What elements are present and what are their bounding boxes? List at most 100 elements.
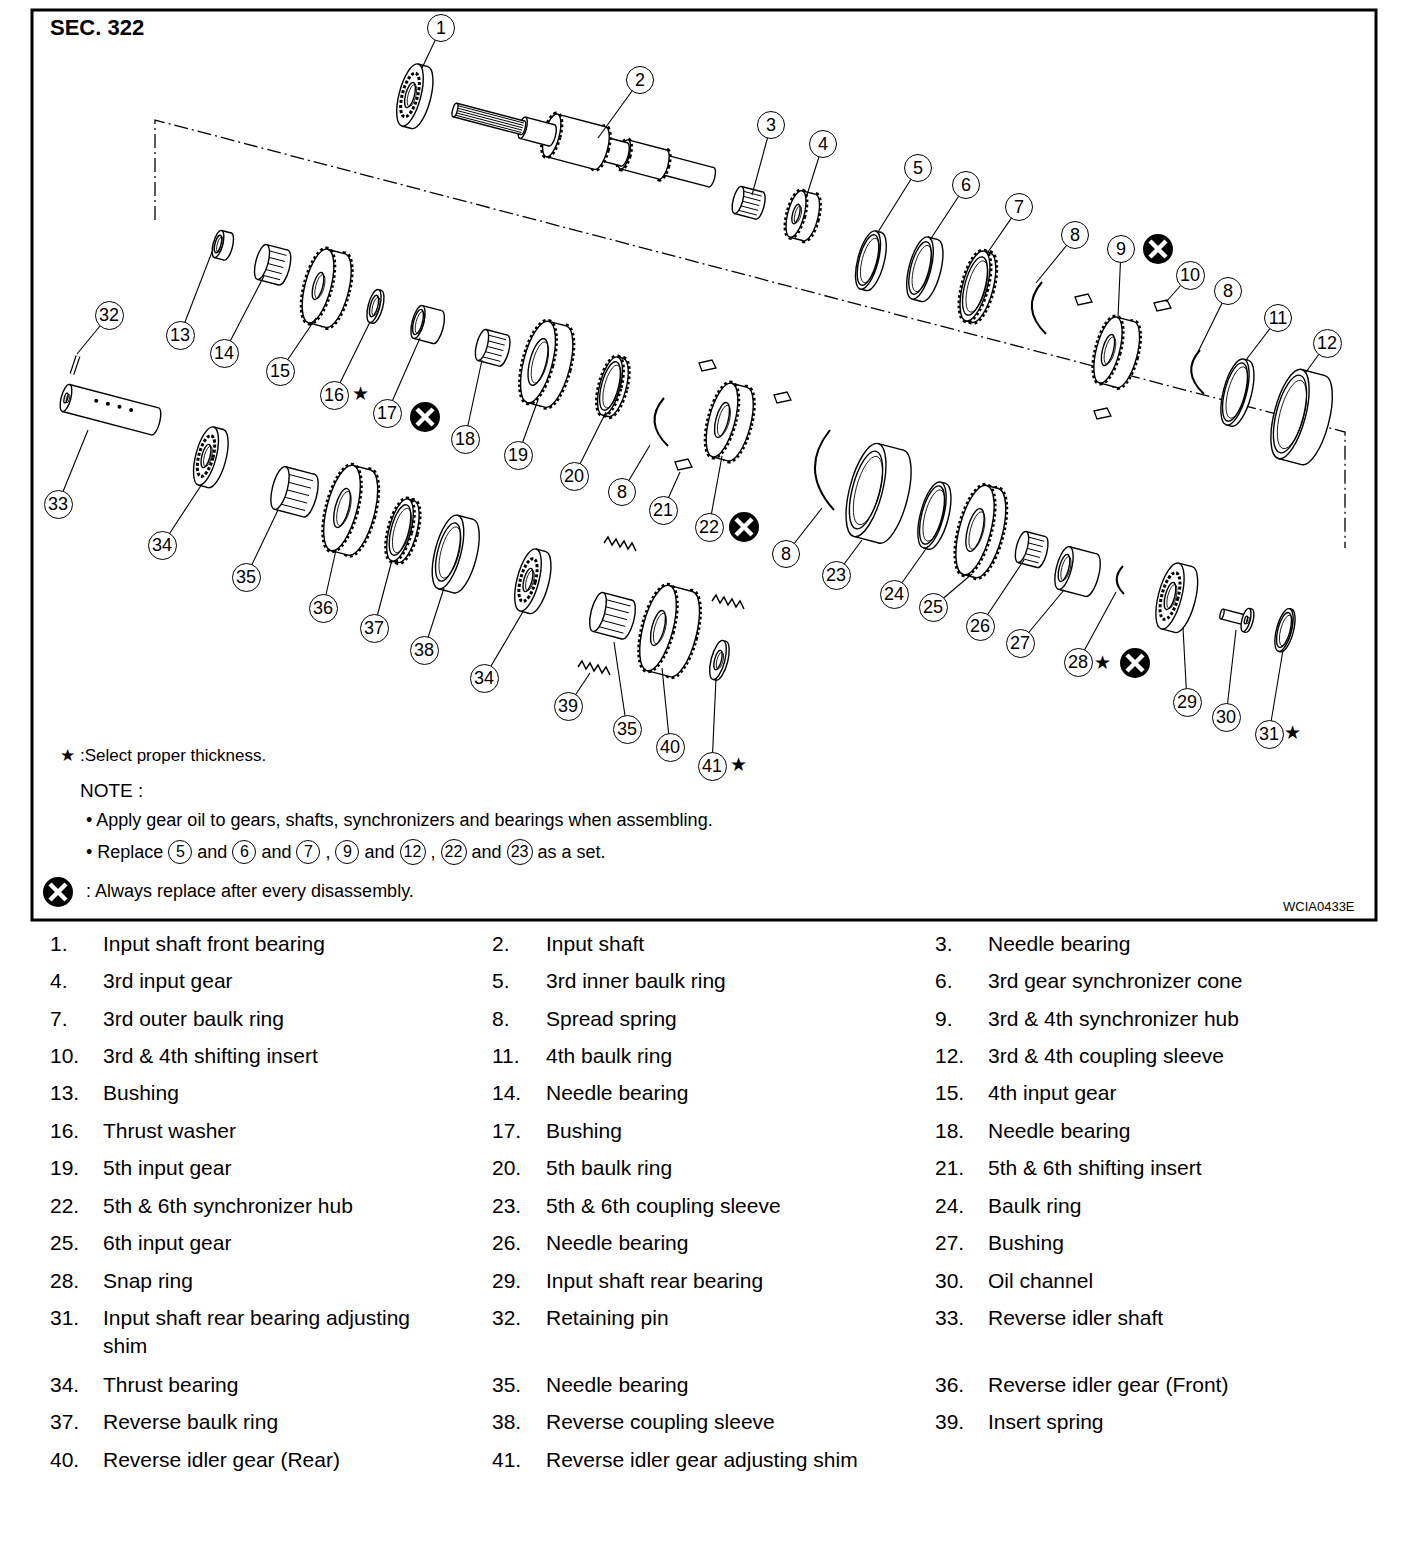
- callout-circle: 8: [608, 478, 636, 506]
- part-name: Reverse idler shaft: [988, 1304, 1163, 1332]
- part-outline: [313, 274, 327, 300]
- spread-spring-shape: [1191, 350, 1204, 394]
- callout-circle: 33: [44, 490, 73, 519]
- spread-spring-shape: [1032, 282, 1046, 334]
- part-outline: [370, 296, 381, 316]
- part-name: 5th baulk ring: [546, 1154, 672, 1182]
- part-outline: [334, 490, 355, 527]
- coupling-sleeve: [426, 512, 486, 596]
- bushing: [210, 229, 236, 261]
- part-outline: [1277, 614, 1295, 647]
- part-outline: [1267, 372, 1314, 456]
- part-number: 25.: [50, 1229, 79, 1257]
- part-name: 3rd input gear: [103, 967, 233, 995]
- insert-spring-shape: [578, 661, 610, 675]
- callout-number: 8: [617, 483, 627, 501]
- callout-number: 12: [1317, 334, 1337, 352]
- part-line: [1058, 589, 1085, 596]
- part-line: [454, 112, 522, 130]
- part-number: 15.: [935, 1079, 964, 1107]
- part-outline: [405, 83, 418, 107]
- part-outline: [1215, 356, 1255, 428]
- part-outline: [397, 71, 423, 118]
- callout-circle: 17: [373, 399, 402, 428]
- figure-code: WCIA0433E: [1283, 898, 1355, 916]
- part-name: Baulk ring: [988, 1192, 1081, 1220]
- part-outline: [1165, 584, 1179, 610]
- part-line: [486, 330, 507, 336]
- part-outline: [524, 569, 536, 591]
- part-outline: [210, 229, 226, 258]
- part-outline: [515, 557, 541, 603]
- callout-circle: 14: [210, 339, 239, 368]
- baulk-ring: [851, 228, 892, 293]
- callout-number: 14: [214, 344, 234, 362]
- part-body: [453, 103, 524, 134]
- callout-number: 37: [364, 619, 384, 637]
- callout-number: 18: [455, 430, 475, 448]
- callout-number: 10: [1180, 266, 1200, 284]
- part-outline: [296, 246, 340, 326]
- part-number: 16.: [50, 1117, 79, 1145]
- inline-callout-circle: 22: [441, 839, 467, 865]
- ball-bearing: [391, 61, 438, 131]
- part-name: 5th & 6th shifting insert: [988, 1154, 1202, 1182]
- part-name: Reverse idler gear (Front): [988, 1371, 1228, 1399]
- needle-bearing: [1013, 530, 1051, 569]
- gear: [782, 189, 824, 243]
- callout-number: 35: [617, 720, 637, 738]
- part-outline: [851, 228, 886, 291]
- select-thickness-mark: ★: [1094, 650, 1111, 676]
- part-line: [854, 536, 879, 543]
- input-shaft: [451, 103, 527, 136]
- part-name: 6th input gear: [103, 1229, 231, 1257]
- part-outline: [1051, 545, 1077, 591]
- part-name: 3rd & 4th synchronizer hub: [988, 1005, 1239, 1033]
- callout-circle: 11: [1264, 304, 1292, 332]
- note-text: • Apply gear oil to gears, shafts, synch…: [86, 808, 713, 832]
- part-outline: [1218, 360, 1253, 423]
- part-number: 17.: [492, 1117, 521, 1145]
- callout-circle: 21: [649, 496, 678, 525]
- callout-circle: 41: [698, 752, 727, 781]
- thrust-bearing: [509, 546, 556, 616]
- part-number: 37.: [50, 1408, 79, 1436]
- part-outline: [908, 243, 936, 293]
- callout-number: 12: [404, 844, 422, 860]
- synchronizer-hub: [1088, 314, 1145, 390]
- part-number: 10.: [50, 1042, 79, 1070]
- oil-hole: [118, 405, 122, 409]
- part-number: 24.: [935, 1192, 964, 1220]
- callout-number: 33: [48, 495, 68, 513]
- section-title: SEC. 322: [50, 13, 144, 43]
- baulk-ring: [593, 354, 634, 419]
- part-name: Reverse idler gear adjusting shim: [546, 1446, 858, 1474]
- part-number: 32.: [492, 1304, 521, 1332]
- part-number: 38.: [492, 1408, 521, 1436]
- part-line: [274, 509, 303, 517]
- part-line: [557, 114, 605, 127]
- part-outline: [919, 488, 950, 544]
- replace-symbol-disc: [43, 877, 73, 907]
- part-number: 41.: [492, 1446, 521, 1474]
- part-outline: [267, 465, 293, 511]
- part-line: [72, 356, 78, 374]
- replace-symbol-disc: [1143, 234, 1173, 264]
- part-name: 3rd & 4th coupling sleeve: [988, 1042, 1224, 1070]
- part-outline: [391, 61, 428, 128]
- leader-lines: [58, 28, 1327, 766]
- part-outline: [316, 462, 367, 555]
- baulk-ring: [954, 248, 1002, 325]
- part-line: [414, 338, 433, 343]
- part-name: Oil channel: [988, 1267, 1093, 1295]
- part-line: [526, 117, 555, 125]
- part-outline: [330, 487, 353, 529]
- part-outline: [1246, 617, 1250, 624]
- callout-number: 38: [414, 641, 434, 659]
- callout-circle: 6: [952, 171, 980, 199]
- callout-circle: 8: [1061, 221, 1089, 249]
- part-name: 4th baulk ring: [546, 1042, 672, 1070]
- part-name: 3rd gear synchronizer cone: [988, 967, 1242, 995]
- part-line: [736, 519, 752, 535]
- part-outline: [948, 482, 1002, 579]
